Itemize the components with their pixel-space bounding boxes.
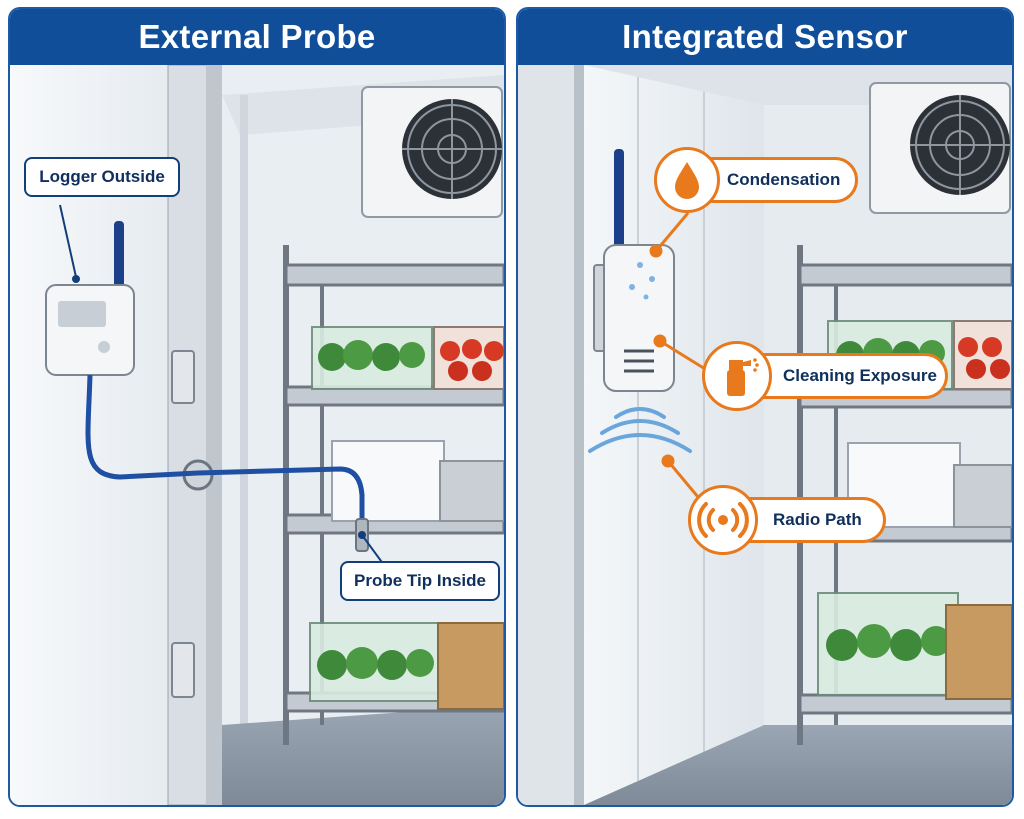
integrated-sensor-panel: Integrated Sensor bbox=[516, 7, 1014, 807]
steel-pan-right bbox=[953, 464, 1012, 528]
cardboard-box-right bbox=[945, 604, 1012, 700]
lettuce-bin-bottom bbox=[309, 622, 441, 702]
callout-probe-tip-inside: Probe Tip Inside bbox=[340, 561, 500, 601]
condensation-badge bbox=[654, 147, 720, 213]
evaporator-fan-unit bbox=[361, 86, 503, 218]
tomato-bin bbox=[433, 326, 504, 390]
data-logger-device bbox=[45, 221, 135, 376]
callout-logger-outside: Logger Outside bbox=[24, 157, 180, 197]
walk-in-cooler-scene-external bbox=[10, 65, 504, 805]
evaporator-fan-unit-right bbox=[869, 82, 1011, 214]
radio-waves bbox=[588, 407, 692, 453]
integrated-sensor-device bbox=[593, 149, 675, 392]
radio-wave-icon bbox=[697, 502, 749, 538]
tomato-bin-right bbox=[953, 320, 1012, 390]
floor bbox=[222, 705, 504, 805]
hinge-top bbox=[171, 350, 195, 404]
hinge-bottom bbox=[171, 642, 195, 698]
lettuce-bin-bottom-right bbox=[817, 592, 959, 696]
white-bin bbox=[331, 440, 445, 522]
cleaning-badge bbox=[702, 341, 772, 411]
probe-cable bbox=[85, 374, 365, 525]
steel-pan bbox=[439, 460, 504, 522]
spray-bottle-icon bbox=[727, 358, 759, 396]
external-probe-panel: External Probe bbox=[8, 7, 506, 807]
lettuce-bin-top bbox=[311, 326, 433, 390]
cardboard-box bbox=[437, 622, 504, 710]
radio-badge bbox=[688, 485, 758, 555]
floor-right bbox=[584, 725, 1012, 805]
walk-in-cooler-scene-integrated bbox=[518, 65, 1012, 805]
external-probe-title: External Probe bbox=[10, 9, 504, 65]
door-frame-right bbox=[518, 65, 580, 805]
water-drop-icon bbox=[675, 162, 699, 199]
integrated-sensor-title: Integrated Sensor bbox=[518, 9, 1012, 65]
